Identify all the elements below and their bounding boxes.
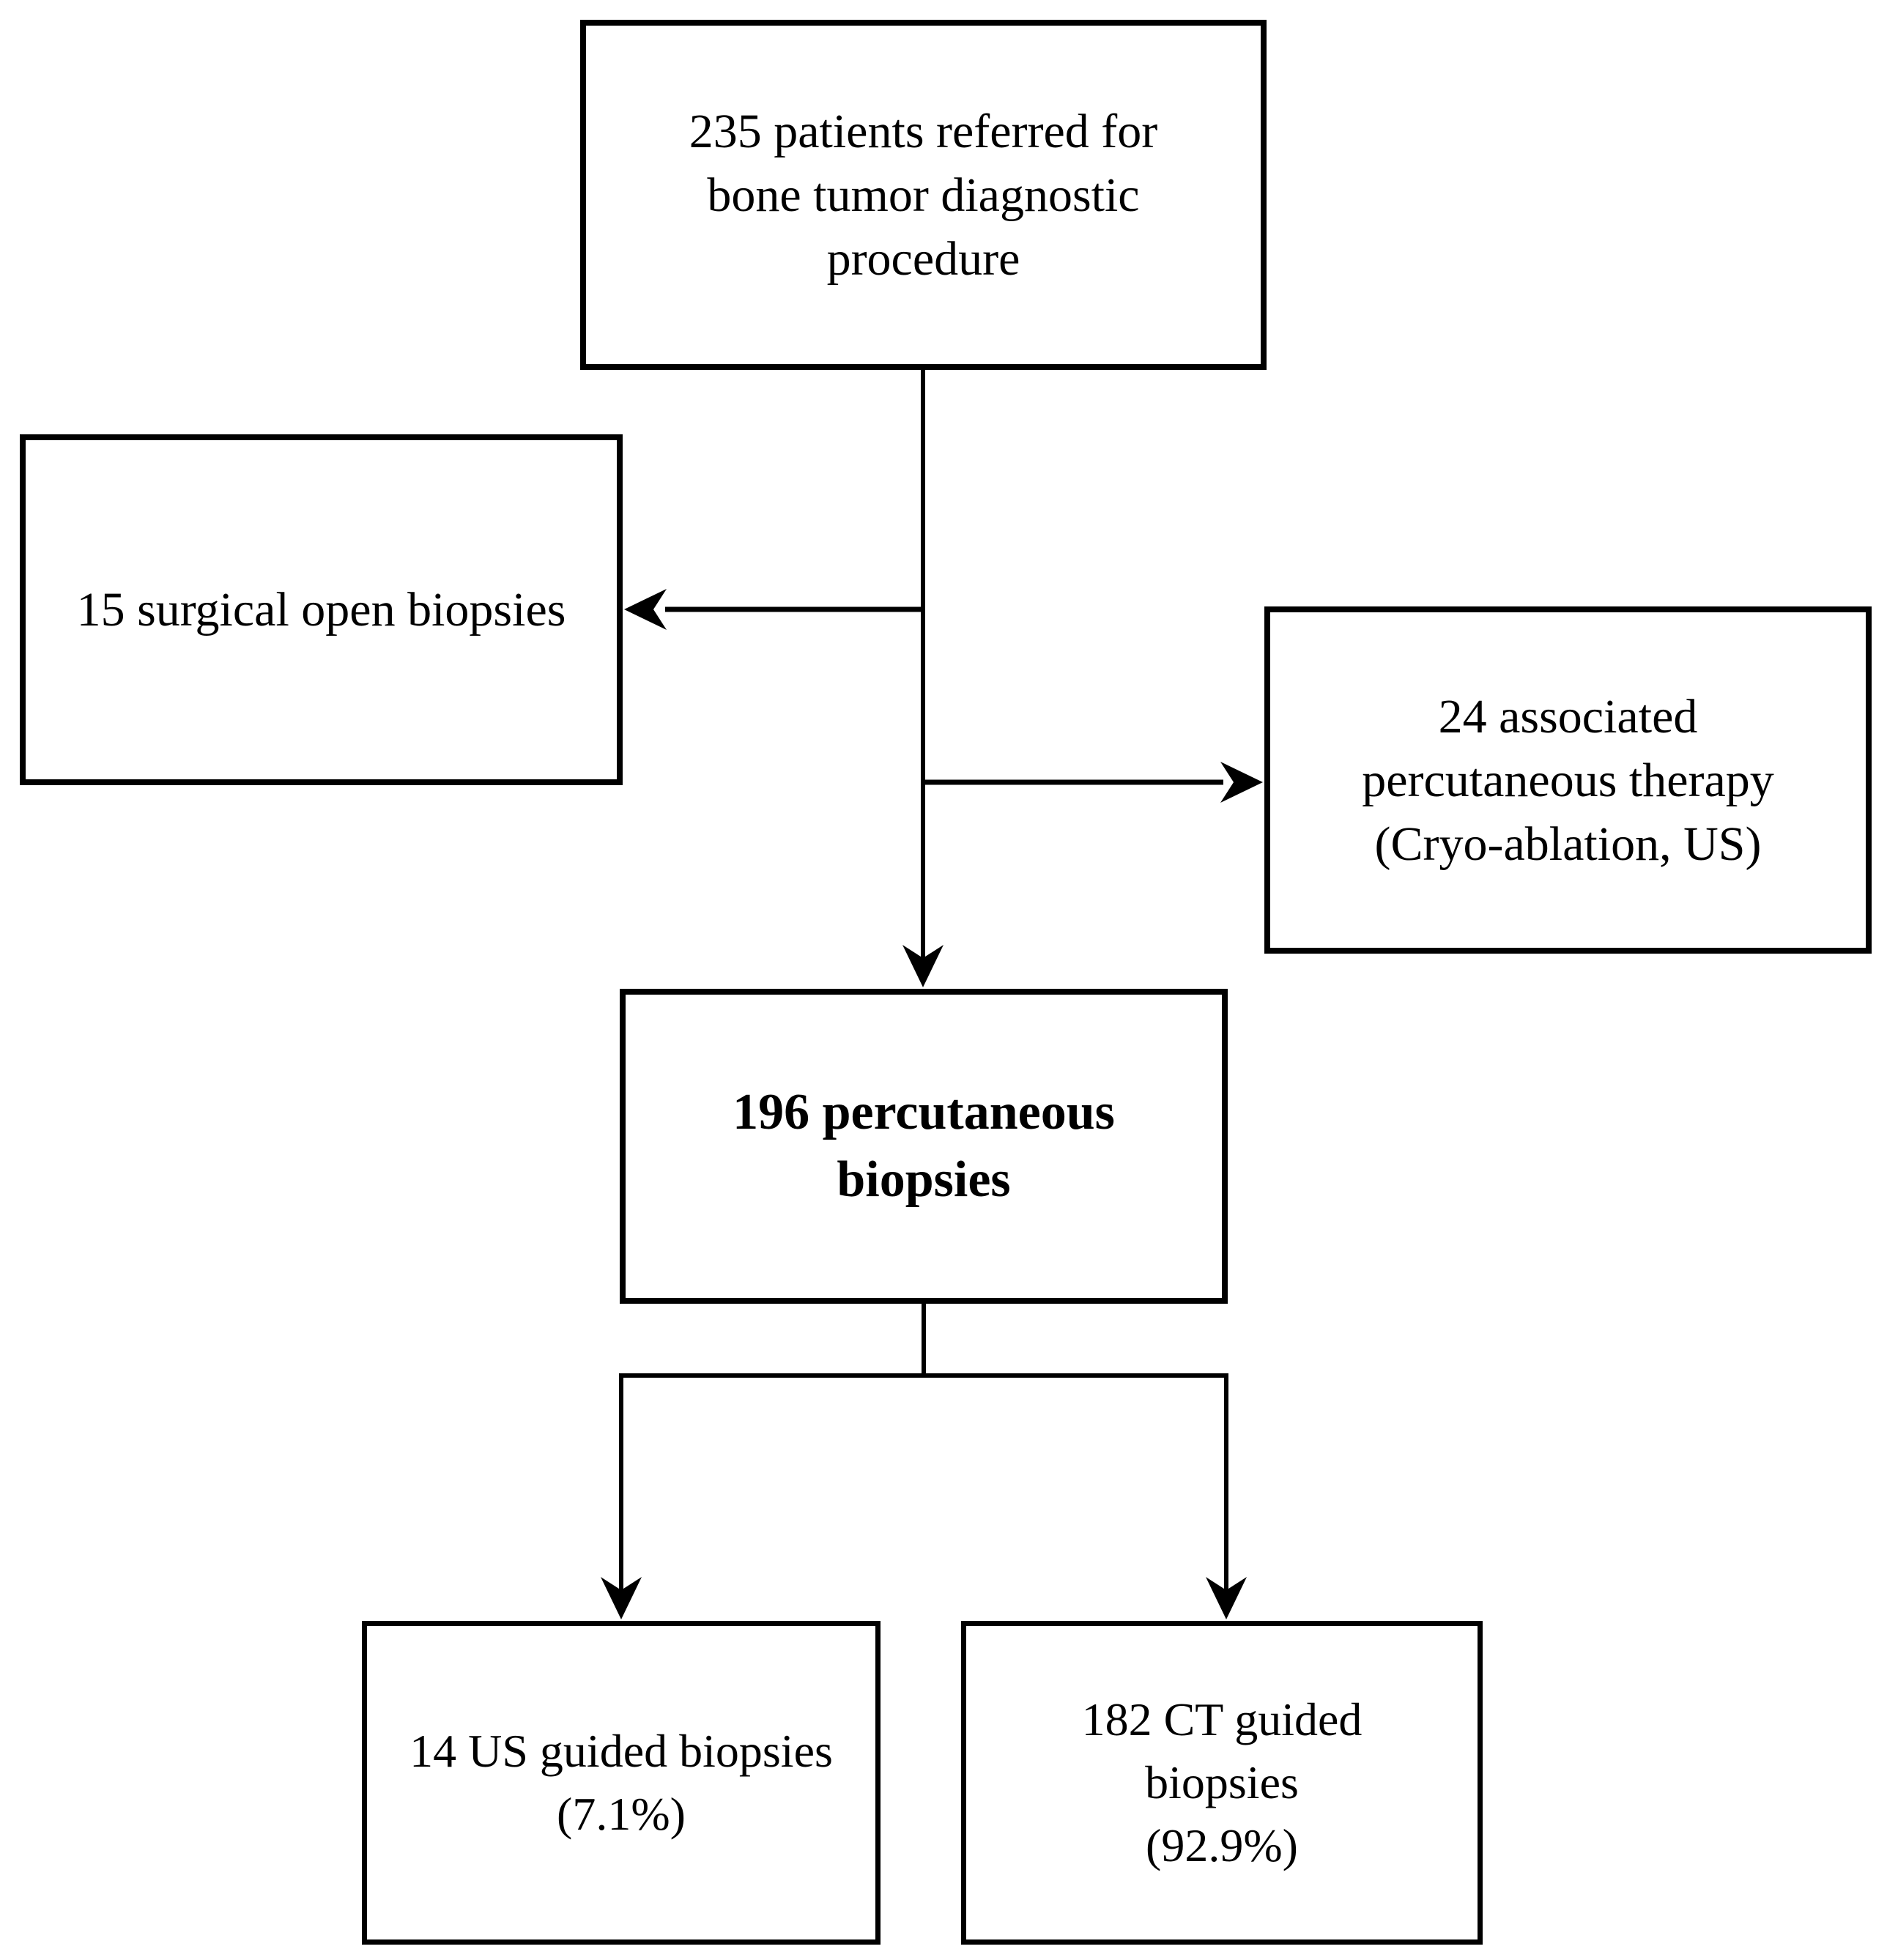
node-text-line: biopsies	[837, 1151, 1011, 1208]
node-text-line: procedure	[826, 231, 1020, 286]
node-text-line: (7.1%)	[557, 1788, 686, 1840]
node-text-line: 235 patients referred for	[689, 104, 1158, 158]
node-text-line: (92.9%)	[1146, 1819, 1298, 1871]
arrowhead-left-icon	[624, 589, 667, 630]
arrowhead-down-icon	[1206, 1577, 1247, 1619]
arrowhead-down-icon	[902, 945, 943, 987]
node-surgical-open-biopsies: 15 surgical open biopsies	[20, 434, 623, 785]
node-text-line: 24 associated	[1438, 689, 1698, 743]
node-text-line: bone tumor diagnostic	[707, 168, 1140, 222]
arrowhead-down-icon	[601, 1577, 642, 1619]
node-text-line: 15 surgical open biopsies	[76, 583, 566, 636]
node-ct-guided-biopsies: 182 CT guided biopsies (92.9%)	[961, 1621, 1483, 1945]
node-text-line: (Cryo-ablation, US)	[1374, 817, 1762, 871]
node-text-line: percutaneous therapy	[1362, 753, 1774, 807]
node-us-guided-biopsies: 14 US guided biopsies (7.1%)	[362, 1621, 881, 1945]
node-associated-percutaneous-therapy: 24 associated percutaneous therapy (Cryo…	[1264, 606, 1872, 954]
node-text-line: 196 percutaneous	[733, 1084, 1115, 1140]
arrowhead-right-icon	[1220, 762, 1263, 803]
node-referred-patients: 235 patients referred for bone tumor dia…	[580, 20, 1267, 370]
node-text-line: 182 CT guided	[1081, 1693, 1363, 1745]
node-text-line: 14 US guided biopsies	[409, 1725, 833, 1777]
node-text-line: biopsies	[1145, 1756, 1299, 1808]
node-percutaneous-biopsies: 196 percutaneous biopsies	[620, 989, 1228, 1304]
